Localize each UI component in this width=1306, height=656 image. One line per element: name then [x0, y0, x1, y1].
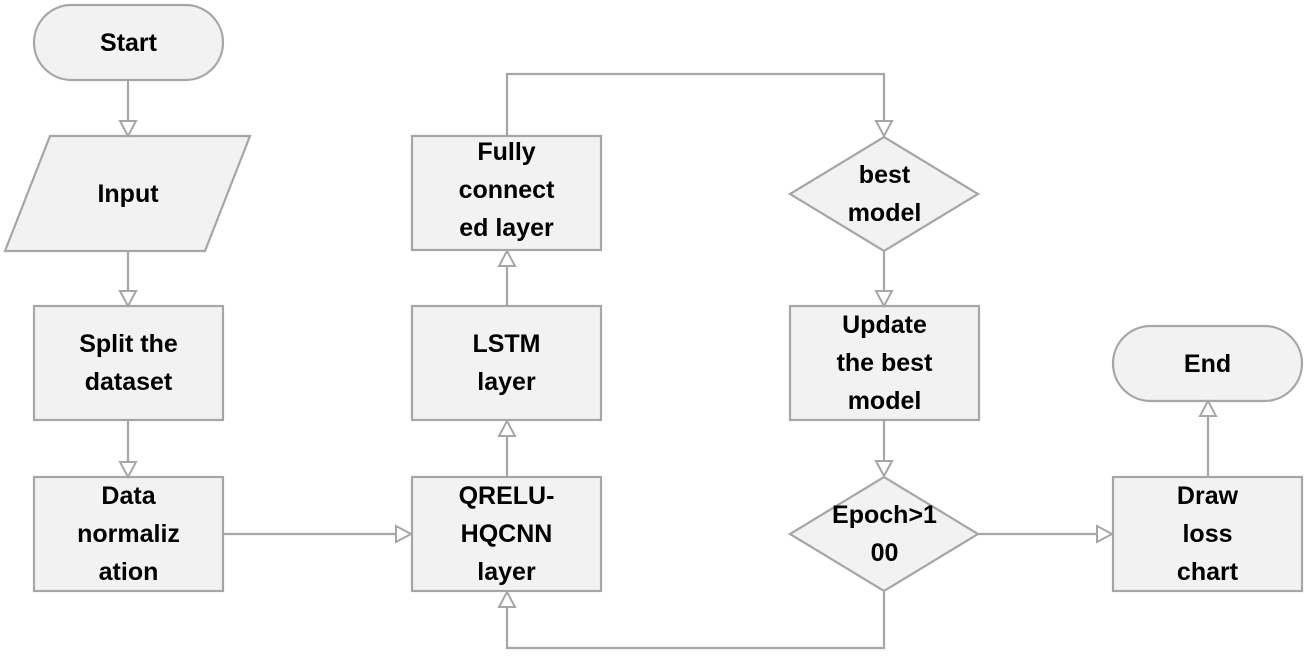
split-dataset-process: [32, 304, 225, 422]
input-label: Input: [28, 136, 228, 251]
arrowhead-loss: [1096, 524, 1115, 544]
fc-label: Fully connect ed layer: [412, 133, 601, 247]
best-model-label-line-2: model: [847, 199, 922, 227]
data-normalization-process: [32, 475, 225, 593]
arrowhead-normalize: [118, 461, 138, 480]
fc-label-line-1: Fully: [477, 138, 536, 166]
lstm-label-line-2: layer: [477, 368, 536, 396]
normalize-label-line-2: normaliz: [77, 520, 180, 548]
edge-epoch-qrelu-loop: [505, 592, 886, 650]
end-label-line-1: End: [1183, 349, 1232, 378]
end-label: End: [1113, 326, 1302, 401]
loss-label-line-1: Draw: [1176, 482, 1239, 510]
best-model-decision: [787, 135, 981, 253]
epoch-label-line-1: Epoch>1: [832, 501, 937, 529]
best-model-label-line-1: best: [858, 161, 911, 189]
input-label-line-1: Input: [97, 179, 159, 208]
arrowhead-lstm: [497, 418, 517, 437]
update-label-line-1: Update: [842, 311, 927, 339]
arrowhead-qrelu-bottom: [497, 589, 517, 608]
update-label-line-3: model: [847, 387, 922, 415]
arrowhead-end: [1198, 398, 1218, 417]
arrowhead-fc: [497, 248, 517, 267]
fully-connected-process: [410, 134, 603, 252]
start-label-line-1: Start: [100, 28, 157, 57]
best-model-label: best model: [790, 137, 979, 251]
arrowhead-split: [118, 290, 138, 309]
arrowhead-qrelu-left: [395, 524, 414, 544]
connectors: [126, 72, 1210, 650]
lstm-label-line-1: LSTM: [472, 330, 541, 358]
lstm-layer-process: [410, 304, 603, 422]
loss-label-line-2: loss: [1182, 520, 1233, 548]
normalize-label-line-3: ation: [98, 558, 159, 586]
split-label: Split the dataset: [34, 306, 223, 420]
lstm-label: LSTM layer: [412, 306, 601, 420]
qrelu-label-line-1: QRELU-: [458, 482, 555, 510]
start-terminator: [32, 3, 225, 82]
epoch-label-line-2: 00: [870, 539, 899, 567]
normalize-label: Data normaliz ation: [34, 477, 223, 591]
start-label: Start: [34, 5, 223, 80]
split-label-line-2: dataset: [84, 368, 173, 396]
arrowheads: [118, 120, 1218, 608]
normalize-label-line-1: Data: [101, 482, 156, 510]
update-label-line-2: the best: [836, 349, 933, 377]
fc-label-line-2: connect: [458, 176, 555, 204]
arrowhead-best: [874, 120, 894, 139]
arrowhead-epoch: [874, 460, 894, 479]
edge-fc-best: [505, 72, 886, 136]
loss-label: Draw loss chart: [1113, 477, 1302, 591]
update-label: Update the best model: [790, 306, 979, 420]
qrelu-label-line-3: layer: [477, 558, 536, 586]
qrelu-label-line-2: HQCNN: [460, 520, 553, 548]
shapes: [3, 3, 1304, 593]
draw-loss-chart-process: [1111, 475, 1304, 593]
arrowhead-input: [118, 120, 138, 139]
split-label-line-1: Split the: [79, 330, 178, 358]
qrelu-label: QRELU- HQCNN layer: [412, 477, 601, 591]
loss-label-line-3: chart: [1176, 558, 1239, 586]
epoch-label: Epoch>1 00: [790, 477, 979, 591]
input-parallelogram: [3, 134, 252, 253]
arrowhead-update: [874, 290, 894, 309]
fc-label-line-3: ed layer: [459, 214, 554, 242]
epoch-decision: [787, 475, 981, 593]
